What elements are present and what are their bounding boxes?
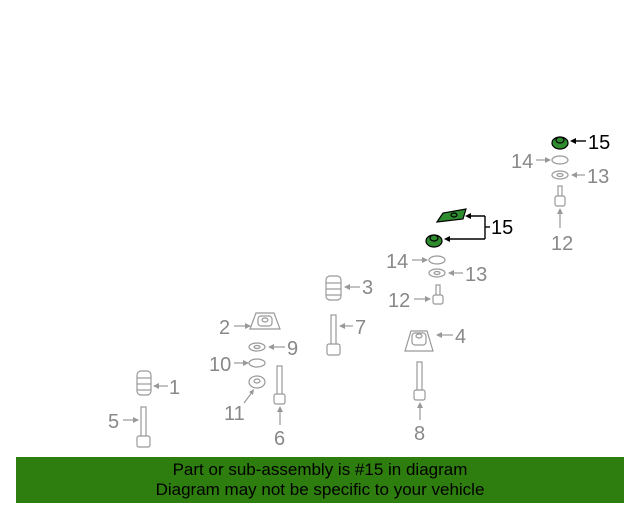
part-8-stud[interactable] xyxy=(413,361,426,401)
callout-13-top: 13 xyxy=(587,166,609,188)
callout-13-middle: 13 xyxy=(465,264,487,286)
part-13-washer-top[interactable] xyxy=(551,170,569,180)
callout-12-middle: 12 xyxy=(388,290,410,312)
callout-9: 9 xyxy=(287,338,298,360)
part-12-bolt-middle[interactable] xyxy=(432,284,444,305)
part-9-washer[interactable] xyxy=(248,342,266,352)
callout-8: 8 xyxy=(414,423,425,445)
part-3-bushing[interactable] xyxy=(325,275,342,301)
callout-2: 2 xyxy=(219,317,230,339)
callout-5: 5 xyxy=(108,411,119,433)
callout-3: 3 xyxy=(362,277,373,299)
part-2-mount-bracket[interactable] xyxy=(249,312,281,330)
part-4-mount[interactable] xyxy=(404,330,434,352)
part-5-bolt[interactable] xyxy=(136,406,151,448)
callout-12-top: 12 xyxy=(551,233,573,255)
callout-15-middle: 15 xyxy=(491,217,513,239)
part-1-bushing[interactable] xyxy=(136,370,152,396)
info-banner: Part or sub-assembly is #15 in diagram D… xyxy=(16,457,624,503)
part-7-bolt[interactable] xyxy=(326,314,341,356)
part-15-nut-middle[interactable] xyxy=(425,234,443,248)
banner-line-disclaimer: Diagram may not be specific to your vehi… xyxy=(155,480,485,499)
part-10-ring[interactable] xyxy=(248,358,266,368)
callout-4: 4 xyxy=(455,326,466,348)
part-6-stud[interactable] xyxy=(273,365,286,405)
banner-line-part-info: Part or sub-assembly is #15 in diagram xyxy=(172,460,468,479)
callout-7: 7 xyxy=(355,317,366,339)
callout-14-top: 14 xyxy=(511,151,533,173)
callout-10: 10 xyxy=(209,354,231,376)
part-12-bolt-top[interactable] xyxy=(554,185,566,207)
part-14-washer-top[interactable] xyxy=(551,155,569,165)
callout-15-top: 15 xyxy=(588,132,610,154)
callout-11: 11 xyxy=(224,403,245,425)
part-13-washer-middle[interactable] xyxy=(428,268,446,278)
part-14-washer-middle[interactable] xyxy=(428,255,446,265)
callout-14-middle: 14 xyxy=(386,251,408,273)
callout-6: 6 xyxy=(274,428,285,450)
part-15-bracket[interactable] xyxy=(435,208,467,223)
part-15-nut-top[interactable] xyxy=(551,136,569,150)
callout-1: 1 xyxy=(169,377,180,399)
part-11-nut[interactable] xyxy=(248,375,266,389)
